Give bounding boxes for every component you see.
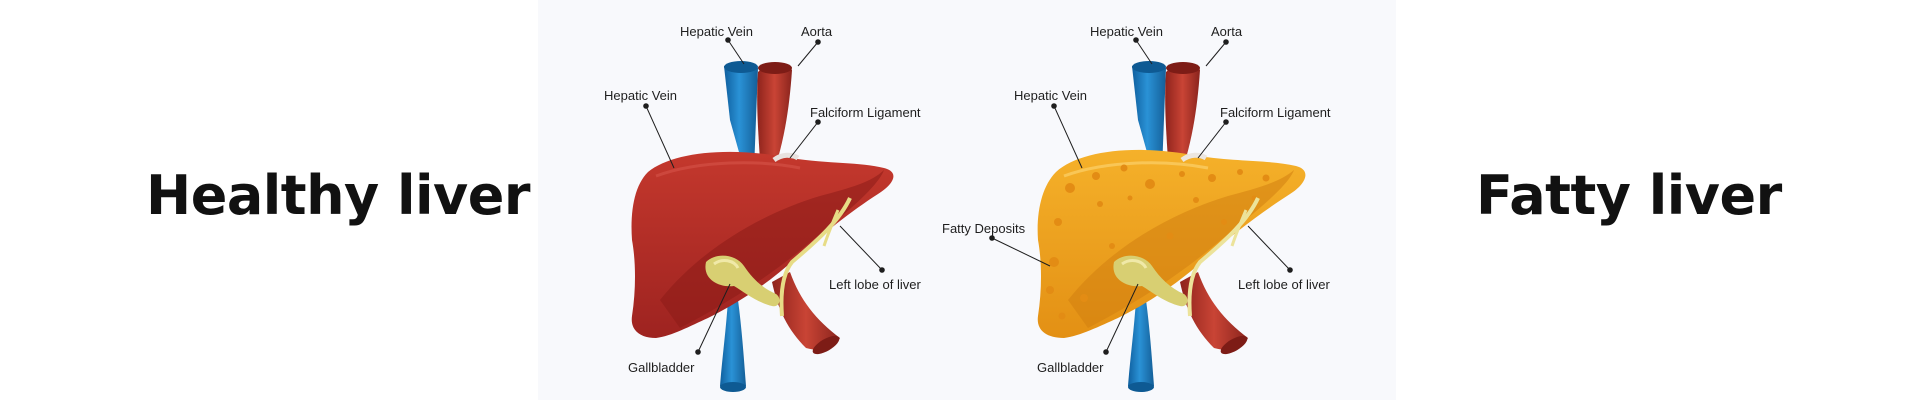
fatty-label-left-lobe: Left lobe of liver — [1238, 277, 1330, 292]
fatty-leader-lines — [989, 37, 1293, 355]
fatty-label-hepatic-vein-top: Hepatic Vein — [1090, 24, 1163, 39]
fatty-label-hepatic-vein-left: Hepatic Vein — [1014, 88, 1087, 103]
healthy-leader-lines — [643, 37, 885, 355]
healthy-gallbladder — [705, 255, 780, 307]
healthy-liver-title: Healthy liver — [146, 164, 531, 227]
healthy-label-aorta: Aorta — [801, 24, 833, 39]
fatty-label-gallbladder: Gallbladder — [1037, 360, 1104, 375]
fatty-liver-title: Fatty liver — [1476, 164, 1782, 227]
healthy-label-falciform-ligament: Falciform Ligament — [810, 105, 921, 120]
healthy-label-left-lobe: Left lobe of liver — [829, 277, 921, 292]
healthy-liver-illustration — [631, 37, 894, 392]
healthy-label-hepatic-vein-left: Hepatic Vein — [604, 88, 677, 103]
fatty-deposit-dots — [1046, 164, 1270, 320]
healthy-liver — [631, 151, 894, 338]
fatty-hepatic-vein — [1128, 61, 1166, 392]
healthy-label-hepatic-vein-top: Hepatic Vein — [680, 24, 753, 39]
fatty-label-fatty-deposits: Fatty Deposits — [942, 221, 1026, 236]
fatty-label-aorta: Aorta — [1211, 24, 1243, 39]
fatty-gallbladder — [1113, 255, 1188, 307]
fatty-liver-illustration — [989, 37, 1306, 392]
fatty-liver — [1037, 149, 1306, 338]
healthy-aorta — [757, 62, 840, 355]
healthy-hepatic-vein — [720, 61, 758, 392]
fatty-aorta — [1165, 62, 1248, 355]
healthy-label-gallbladder: Gallbladder — [628, 360, 695, 375]
fatty-label-falciform-ligament: Falciform Ligament — [1220, 105, 1331, 120]
